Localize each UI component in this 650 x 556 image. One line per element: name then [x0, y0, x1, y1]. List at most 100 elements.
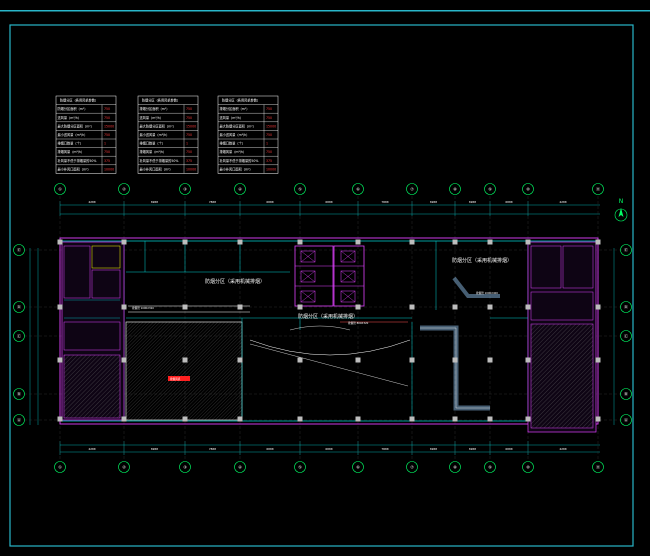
grid-bubble-icon: [620, 388, 632, 400]
dimension-bottom-label: 4200: [88, 447, 95, 451]
table-row-value: 750: [266, 107, 272, 111]
table-row-label: 送风量（m³/h）: [140, 115, 163, 120]
column-marker: [297, 416, 303, 422]
grid-bubble-icon: [234, 461, 246, 473]
grid-column-label: ⑥: [356, 464, 360, 469]
dimension-bottom-label: 7800: [209, 447, 216, 451]
table-row-value: 375: [186, 159, 192, 163]
column-marker: [182, 304, 188, 310]
zone-label-right: 防烟分区（采用机械排烟）: [452, 257, 512, 264]
column-marker: [182, 416, 188, 422]
table-row-label: 最大防烟分区面积（m²）: [140, 123, 176, 128]
grid-bubble-icon: [179, 461, 191, 473]
table-row-label: 排烟口数量（个）: [140, 141, 166, 146]
table-title: 防烟分区（各用风机参数）: [222, 98, 260, 103]
grid-bubble-icon: [449, 183, 461, 195]
column-marker: [487, 416, 493, 422]
left-core: [61, 241, 125, 421]
table-row-value: 750: [186, 133, 192, 137]
grid-column-label: ⑥: [356, 186, 360, 191]
summary-table: 防烟分区（各用风机参数）防烟分区面积（m²）750送风量（m³/h）750最大防…: [55, 95, 117, 174]
duct-label-right: 排烟管 1000X400: [476, 291, 498, 295]
ducts: [128, 276, 500, 411]
grid-row-label: Ⓓ: [624, 303, 628, 309]
column-marker: [57, 357, 63, 363]
grid-bubble-icon: [13, 301, 25, 313]
grid-column-label: ①: [58, 186, 62, 191]
column-marker: [452, 239, 458, 245]
grid-bubble-icon: [118, 461, 130, 473]
table-row-label: 最大防烟分区面积（m²）: [58, 123, 94, 128]
central-shafts: [294, 245, 365, 307]
column-marker: [355, 357, 361, 363]
column-marker: [297, 304, 303, 310]
grid-column-label: ④: [238, 464, 242, 469]
table-row-label: 防烟分区面积（m²）: [58, 106, 88, 111]
grid-bubble-icon: [620, 414, 632, 426]
grid-bubble-icon: [13, 388, 25, 400]
table-row-label: 排烟分区面积（m²）: [140, 106, 170, 111]
right-core: [527, 241, 597, 433]
table-row-value: 750: [104, 116, 110, 120]
table-row-label: 最小送风量（m³/h）: [58, 132, 88, 137]
grid-row-label: Ⓐ: [17, 416, 21, 422]
table-row-label: 排烟口数量（个）: [220, 141, 246, 146]
table-row-label: 补风量不低于排烟量的50%: [58, 158, 97, 163]
dimension-bottom-label: 6900: [430, 447, 437, 451]
grid-row-label: Ⓔ: [17, 246, 21, 252]
table-row-label: 最小送风量（m³/h）: [140, 132, 170, 137]
column-marker: [487, 357, 493, 363]
column-marker: [409, 304, 415, 310]
dimension-top-label: 6000: [266, 200, 273, 204]
column-marker: [57, 239, 63, 245]
column-marker: [595, 416, 601, 422]
grid-column-label: ⑨: [488, 186, 492, 191]
grid-row-label: Ⓒ: [624, 332, 628, 338]
table-row-value: 750: [266, 150, 272, 154]
column-marker: [355, 239, 361, 245]
red-tag-label: 排烟风机: [170, 377, 181, 381]
grid-bubble-icon: [522, 461, 534, 473]
column-marker: [355, 304, 361, 310]
column-marker: [237, 357, 243, 363]
table-row-label: 补风量不低于排烟量的50%: [220, 158, 259, 163]
column-marker: [452, 357, 458, 363]
grid-bubble-icon: [484, 183, 496, 195]
column-marker: [121, 357, 127, 363]
grid-column-label: ③: [183, 186, 187, 191]
drawing-border-top: [0, 10, 650, 12]
grid-row-label: Ⓓ: [17, 303, 21, 309]
structural-columns: [57, 239, 601, 422]
grid-column-label: ⑦: [410, 464, 414, 469]
table-row-label: 排烟风量（m³/h）: [140, 149, 167, 154]
table-row-value: 15000: [104, 124, 114, 128]
grid-bubble-icon: [522, 183, 534, 195]
table-row-value: 750: [266, 116, 272, 120]
column-marker: [237, 304, 243, 310]
grid-bubble-icon: [234, 183, 246, 195]
column-marker: [525, 239, 531, 245]
grid-bubble-icon: [592, 183, 604, 195]
grid-column-label: ⑧: [453, 464, 457, 469]
north-label: N: [619, 198, 624, 205]
dimension-bottom-label: 6900: [469, 447, 476, 451]
grid-row-label: Ⓑ: [17, 390, 21, 396]
grid-column-label: ②: [122, 464, 126, 469]
grid-row-label: Ⓐ: [624, 416, 628, 422]
grid-column-label: ③: [183, 464, 187, 469]
table-title: 防烟分区（各用风机参数）: [142, 98, 180, 103]
hatched-room: 排烟风机: [125, 321, 243, 421]
table-row-value: 1: [186, 142, 188, 146]
table-row-value: 15000: [266, 124, 276, 128]
zone-label-left: 防烟分区（采用机械排烟）: [205, 278, 265, 285]
grid-bubble-icon: [620, 301, 632, 313]
dimension-top-label: 7800: [381, 200, 388, 204]
grid-bubble-icon: [620, 330, 632, 342]
column-marker: [121, 239, 127, 245]
dimension-top-label: 6900: [151, 200, 158, 204]
table-row-label: 排烟风量（m³/h）: [58, 149, 85, 154]
grid-bubble-icon: [592, 461, 604, 473]
table-row-value: 750: [266, 133, 272, 137]
dimension-top-label: 7800: [209, 200, 216, 204]
table-row-value: 10000: [186, 167, 196, 171]
